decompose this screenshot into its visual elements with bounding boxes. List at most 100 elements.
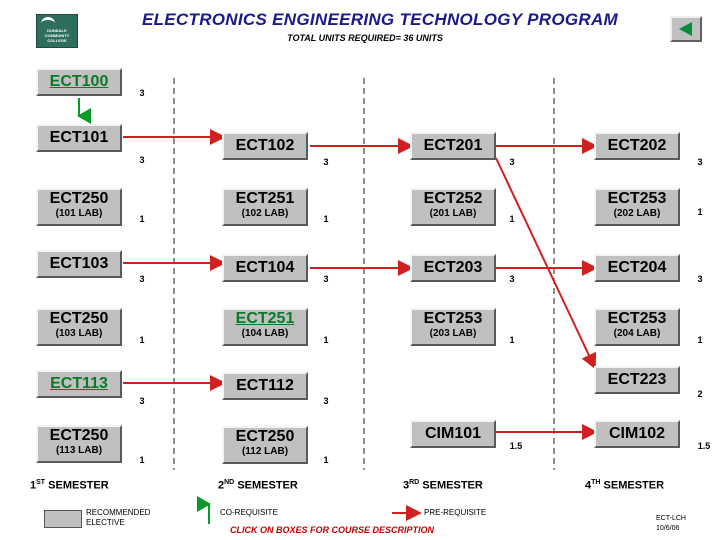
- course-box-cim101[interactable]: CIM101: [410, 420, 496, 448]
- course-box-ect201[interactable]: ECT201: [410, 132, 496, 160]
- course-units: 3: [509, 157, 515, 167]
- course-units: 1: [139, 455, 145, 465]
- course-units: 1: [323, 335, 329, 345]
- course-code: CIM102: [608, 425, 666, 442]
- semester-label-1: 1ST SEMESTER: [30, 479, 109, 492]
- course-box-ect253-202-lab[interactable]: ECT253 (202 LAB): [594, 188, 680, 226]
- document-code: ECT-LCH 10/6/06: [656, 514, 686, 534]
- course-box-ect113[interactable]: ECT113: [36, 370, 122, 398]
- semester-label-2: 2ND SEMESTER: [218, 479, 298, 492]
- course-box-ect252-201-lab[interactable]: ECT252 (201 LAB): [410, 188, 496, 226]
- course-box-ect100[interactable]: ECT100: [36, 68, 122, 96]
- semester-word: SEMESTER: [48, 479, 109, 492]
- total-units-subtitle: TOTAL UNITS REQUIRED= 36 UNITS: [287, 33, 443, 43]
- legend-elective-line2: ELECTIVE: [86, 518, 125, 527]
- course-code: ECT112: [236, 377, 294, 394]
- course-box-ect202[interactable]: ECT202: [594, 132, 680, 160]
- course-box-ect112[interactable]: ECT112: [222, 372, 308, 400]
- document-date: 10/6/06: [656, 525, 680, 532]
- course-box-ect251-102-lab[interactable]: ECT251 (102 LAB): [222, 188, 308, 226]
- semester-number: 4: [585, 479, 592, 492]
- course-box-ect251-104-lab[interactable]: ECT251 (104 LAB): [222, 308, 308, 346]
- course-units: 3: [139, 396, 145, 406]
- back-button[interactable]: [670, 16, 702, 42]
- course-box-ect204[interactable]: ECT204: [594, 254, 680, 282]
- course-code: ECT253: [423, 310, 483, 327]
- course-box-ect203[interactable]: ECT203: [410, 254, 496, 282]
- lab-label: (204 LAB): [613, 328, 661, 339]
- legend-prerequisite-label: PRE-REQUISITE: [424, 508, 487, 517]
- course-code: ECT253: [607, 310, 667, 327]
- course-box-ect223[interactable]: ECT223: [594, 366, 680, 394]
- semester-word: SEMESTER: [603, 479, 665, 492]
- course-units: 1: [509, 214, 515, 224]
- course-box-ect104[interactable]: ECT104: [222, 254, 308, 282]
- lab-label: (201 LAB): [429, 208, 477, 219]
- semester-suffix: TH: [591, 479, 601, 486]
- course-units: 2: [697, 389, 703, 399]
- course-units: 3: [697, 274, 703, 284]
- semester-number: 2: [218, 479, 225, 492]
- course-code: ECT113: [50, 375, 108, 392]
- course-code: ECT202: [607, 137, 667, 154]
- course-code: ECT252: [423, 190, 483, 207]
- course-units: 3: [139, 88, 145, 98]
- course-code: ECT101: [49, 129, 109, 146]
- course-code: ECT201: [423, 137, 483, 154]
- course-code: ECT223: [607, 371, 667, 388]
- course-units: 1: [697, 335, 703, 345]
- course-box-cim102[interactable]: CIM102: [594, 420, 680, 448]
- legend-elective-label: RECOMMENDED ELECTIVE: [86, 508, 150, 528]
- course-code: ECT103: [49, 255, 109, 272]
- course-units: 1: [509, 335, 515, 345]
- course-code: ECT104: [235, 259, 295, 276]
- course-box-ect102[interactable]: ECT102: [222, 132, 308, 160]
- semester-suffix: ND: [224, 479, 235, 486]
- course-code: ECT250: [49, 190, 109, 207]
- semester-label-3: 3RD SEMESTER: [403, 479, 483, 492]
- course-units: 3: [509, 274, 515, 284]
- course-box-ect253-203-lab[interactable]: ECT253 (203 LAB): [410, 308, 496, 346]
- course-code: ECT204: [607, 259, 667, 276]
- lab-label: (104 LAB): [241, 328, 289, 339]
- semester-number: 1: [30, 479, 37, 492]
- college-logo: DUNDALK COMMUNITY COLLEGE: [36, 14, 78, 48]
- course-units: 1: [139, 335, 145, 345]
- lab-label: (101 LAB): [55, 208, 103, 219]
- semester-suffix: ST: [36, 479, 46, 486]
- semester-number: 3: [403, 479, 410, 492]
- course-box-ect250-101-lab[interactable]: ECT250 (101 LAB): [36, 188, 122, 226]
- course-units: 1.5: [509, 441, 523, 451]
- course-box-ect250-113-lab[interactable]: ECT250 (113 LAB): [36, 425, 122, 463]
- course-code: ECT100: [49, 73, 109, 90]
- lab-label: (113 LAB): [55, 445, 103, 456]
- document-code-id: ECT-LCH: [656, 515, 686, 522]
- logo-text: DUNDALK COMMUNITY COLLEGE: [44, 28, 70, 43]
- lab-label: (103 LAB): [55, 328, 103, 339]
- course-units: 3: [697, 157, 703, 167]
- course-code: CIM101: [424, 425, 482, 442]
- course-code: ECT253: [607, 190, 667, 207]
- course-box-ect250-112-lab[interactable]: ECT250 (112 LAB): [222, 426, 308, 464]
- click-hint: CLICK ON BOXES FOR COURSE DESCRIPTION: [230, 525, 435, 535]
- course-code: ECT251: [235, 190, 295, 207]
- page-title: ELECTRONICS ENGINEERING TECHNOLOGY PROGR…: [141, 10, 619, 29]
- lab-label: (102 LAB): [241, 208, 289, 219]
- course-units: 1: [323, 455, 329, 465]
- course-box-ect101[interactable]: ECT101: [36, 124, 122, 152]
- course-box-ect103[interactable]: ECT103: [36, 250, 122, 278]
- lab-label: (202 LAB): [613, 208, 661, 219]
- course-box-ect250-103-lab[interactable]: ECT250 (103 LAB): [36, 308, 122, 346]
- course-box-ect253-204-lab[interactable]: ECT253 (204 LAB): [594, 308, 680, 346]
- course-units: 1: [323, 214, 329, 224]
- legend-corequisite-label: CO-REQUISITE: [220, 508, 278, 517]
- course-units: 3: [323, 157, 329, 167]
- course-units: 1: [697, 207, 703, 217]
- semester-word: SEMESTER: [237, 479, 298, 492]
- course-code: ECT250: [235, 428, 295, 445]
- legend-elective-line1: RECOMMENDED: [86, 508, 151, 517]
- course-units: 1: [139, 214, 145, 224]
- course-units: 3: [139, 155, 145, 165]
- course-code: ECT203: [423, 259, 483, 276]
- back-arrow-icon: [679, 22, 692, 36]
